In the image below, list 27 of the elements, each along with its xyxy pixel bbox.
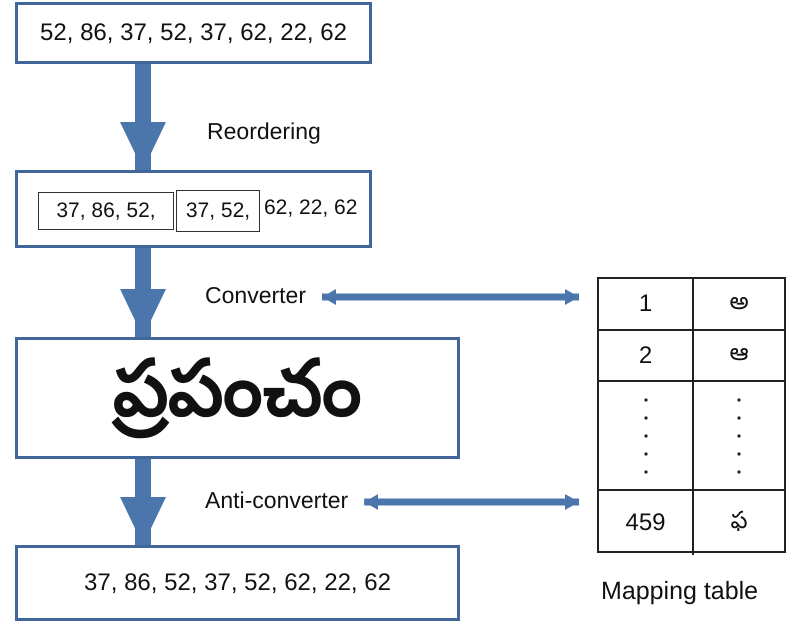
step-label: Converter (205, 282, 306, 309)
group-box (38, 192, 174, 230)
process-box (15, 2, 372, 64)
number-sequence: 37, 86, 52, (56, 199, 156, 223)
number-sequence: 52, 86, 37, 52, 37, 62, 22, 62 (40, 19, 347, 47)
process-box (15, 170, 372, 248)
table-cell-text: 2 (638, 342, 652, 370)
table-cell-text: ఆ (730, 339, 748, 368)
block-arrow (120, 248, 166, 337)
table-cell-text: ఫ (730, 506, 748, 536)
double-arrow (322, 289, 579, 305)
table-cell-text: అ (730, 288, 748, 316)
word-box (15, 337, 460, 459)
step-label: Anti-converter (205, 487, 348, 514)
block-arrow (120, 459, 166, 545)
process-box (15, 545, 460, 621)
table-cell-text: 1 (638, 290, 652, 318)
mapping-table (597, 277, 786, 553)
table-caption: Mapping table (600, 577, 760, 606)
number-sequence: 62, 22, 62 (264, 196, 358, 220)
block-arrow (120, 64, 166, 170)
group-box (176, 190, 260, 232)
table-cell-text: 459 (625, 509, 666, 537)
number-sequence: 37, 52, (186, 199, 250, 223)
number-sequence: 37, 86, 52, 37, 52, 62, 22, 62 (84, 569, 391, 597)
double-arrow (364, 494, 579, 510)
telugu-word: ప్రపంచం (113, 343, 362, 453)
